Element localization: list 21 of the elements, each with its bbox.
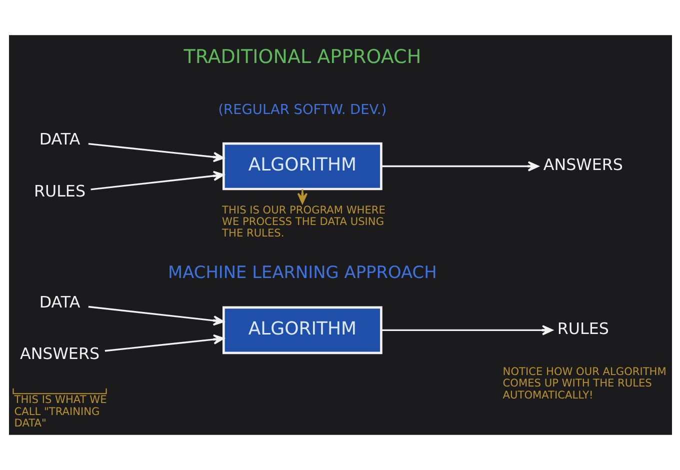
label: MACHINE LEARNING APPROACH bbox=[168, 262, 436, 282]
label: (REGULAR SOFTW. DEV.) bbox=[218, 102, 386, 118]
arrow bbox=[104, 334, 224, 352]
node-text: RULES bbox=[33, 181, 86, 200]
arrow bbox=[380, 325, 553, 336]
node-text: THIS IS OUR PROGRAM WHERE WE PROCESS THE DATA USING THE RULES. bbox=[222, 204, 385, 240]
label: NOTICE HOW OUR ALGORITHM COMES UP WITH THE RULES AUTOMATICALLY! bbox=[502, 366, 666, 402]
node-text: RULES bbox=[556, 318, 608, 338]
node-box: ALGORITHM bbox=[222, 306, 382, 354]
node-text: ANSWERS bbox=[542, 154, 622, 174]
node-text: ANSWERS bbox=[19, 344, 100, 364]
node-text: DATA bbox=[38, 130, 80, 149]
label: TRADITIONAL APPROACH bbox=[183, 46, 421, 68]
label: THIS IS WHAT WE CALL "TRAINING DATA" bbox=[14, 394, 106, 430]
node-box: ALGORITHM bbox=[222, 142, 382, 190]
node-text: DATA bbox=[38, 292, 80, 312]
arrow bbox=[88, 306, 224, 326]
arrow bbox=[90, 170, 224, 190]
arrow bbox=[296, 189, 308, 204]
arrow bbox=[88, 142, 224, 162]
arrow bbox=[380, 161, 538, 172]
